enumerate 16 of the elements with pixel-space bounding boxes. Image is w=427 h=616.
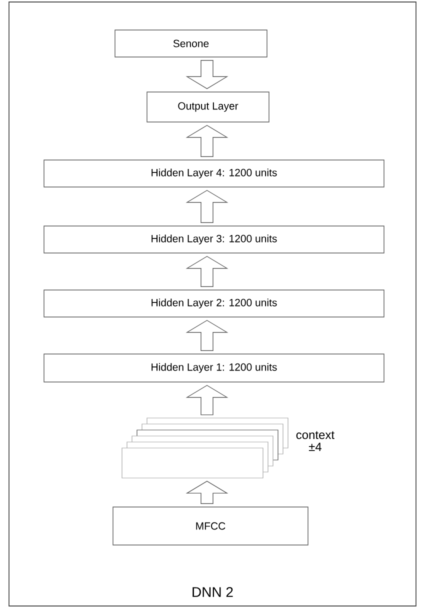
block-arrow — [186, 384, 228, 416]
context-label: context ±4 — [296, 431, 334, 451]
block-arrow — [186, 480, 228, 504]
block-arrow — [186, 256, 228, 287]
layer-box: Hidden Layer 4: 1200 units — [44, 160, 384, 188]
layer-box: Senone — [114, 30, 268, 58]
layer-box: Hidden Layer 2: 1200 units — [44, 290, 384, 318]
block-arrow — [186, 320, 228, 351]
block-arrow — [186, 60, 228, 90]
block-arrow — [186, 190, 228, 223]
layer-box: Hidden Layer 3: 1200 units — [44, 226, 384, 254]
diagram-label: DNN 2 — [192, 587, 233, 597]
layer-box: Hidden Layer 1: 1200 units — [44, 354, 384, 382]
layer-box: Output Layer — [146, 92, 270, 122]
layer-box: MFCC — [112, 506, 308, 546]
block-arrow — [186, 124, 228, 157]
